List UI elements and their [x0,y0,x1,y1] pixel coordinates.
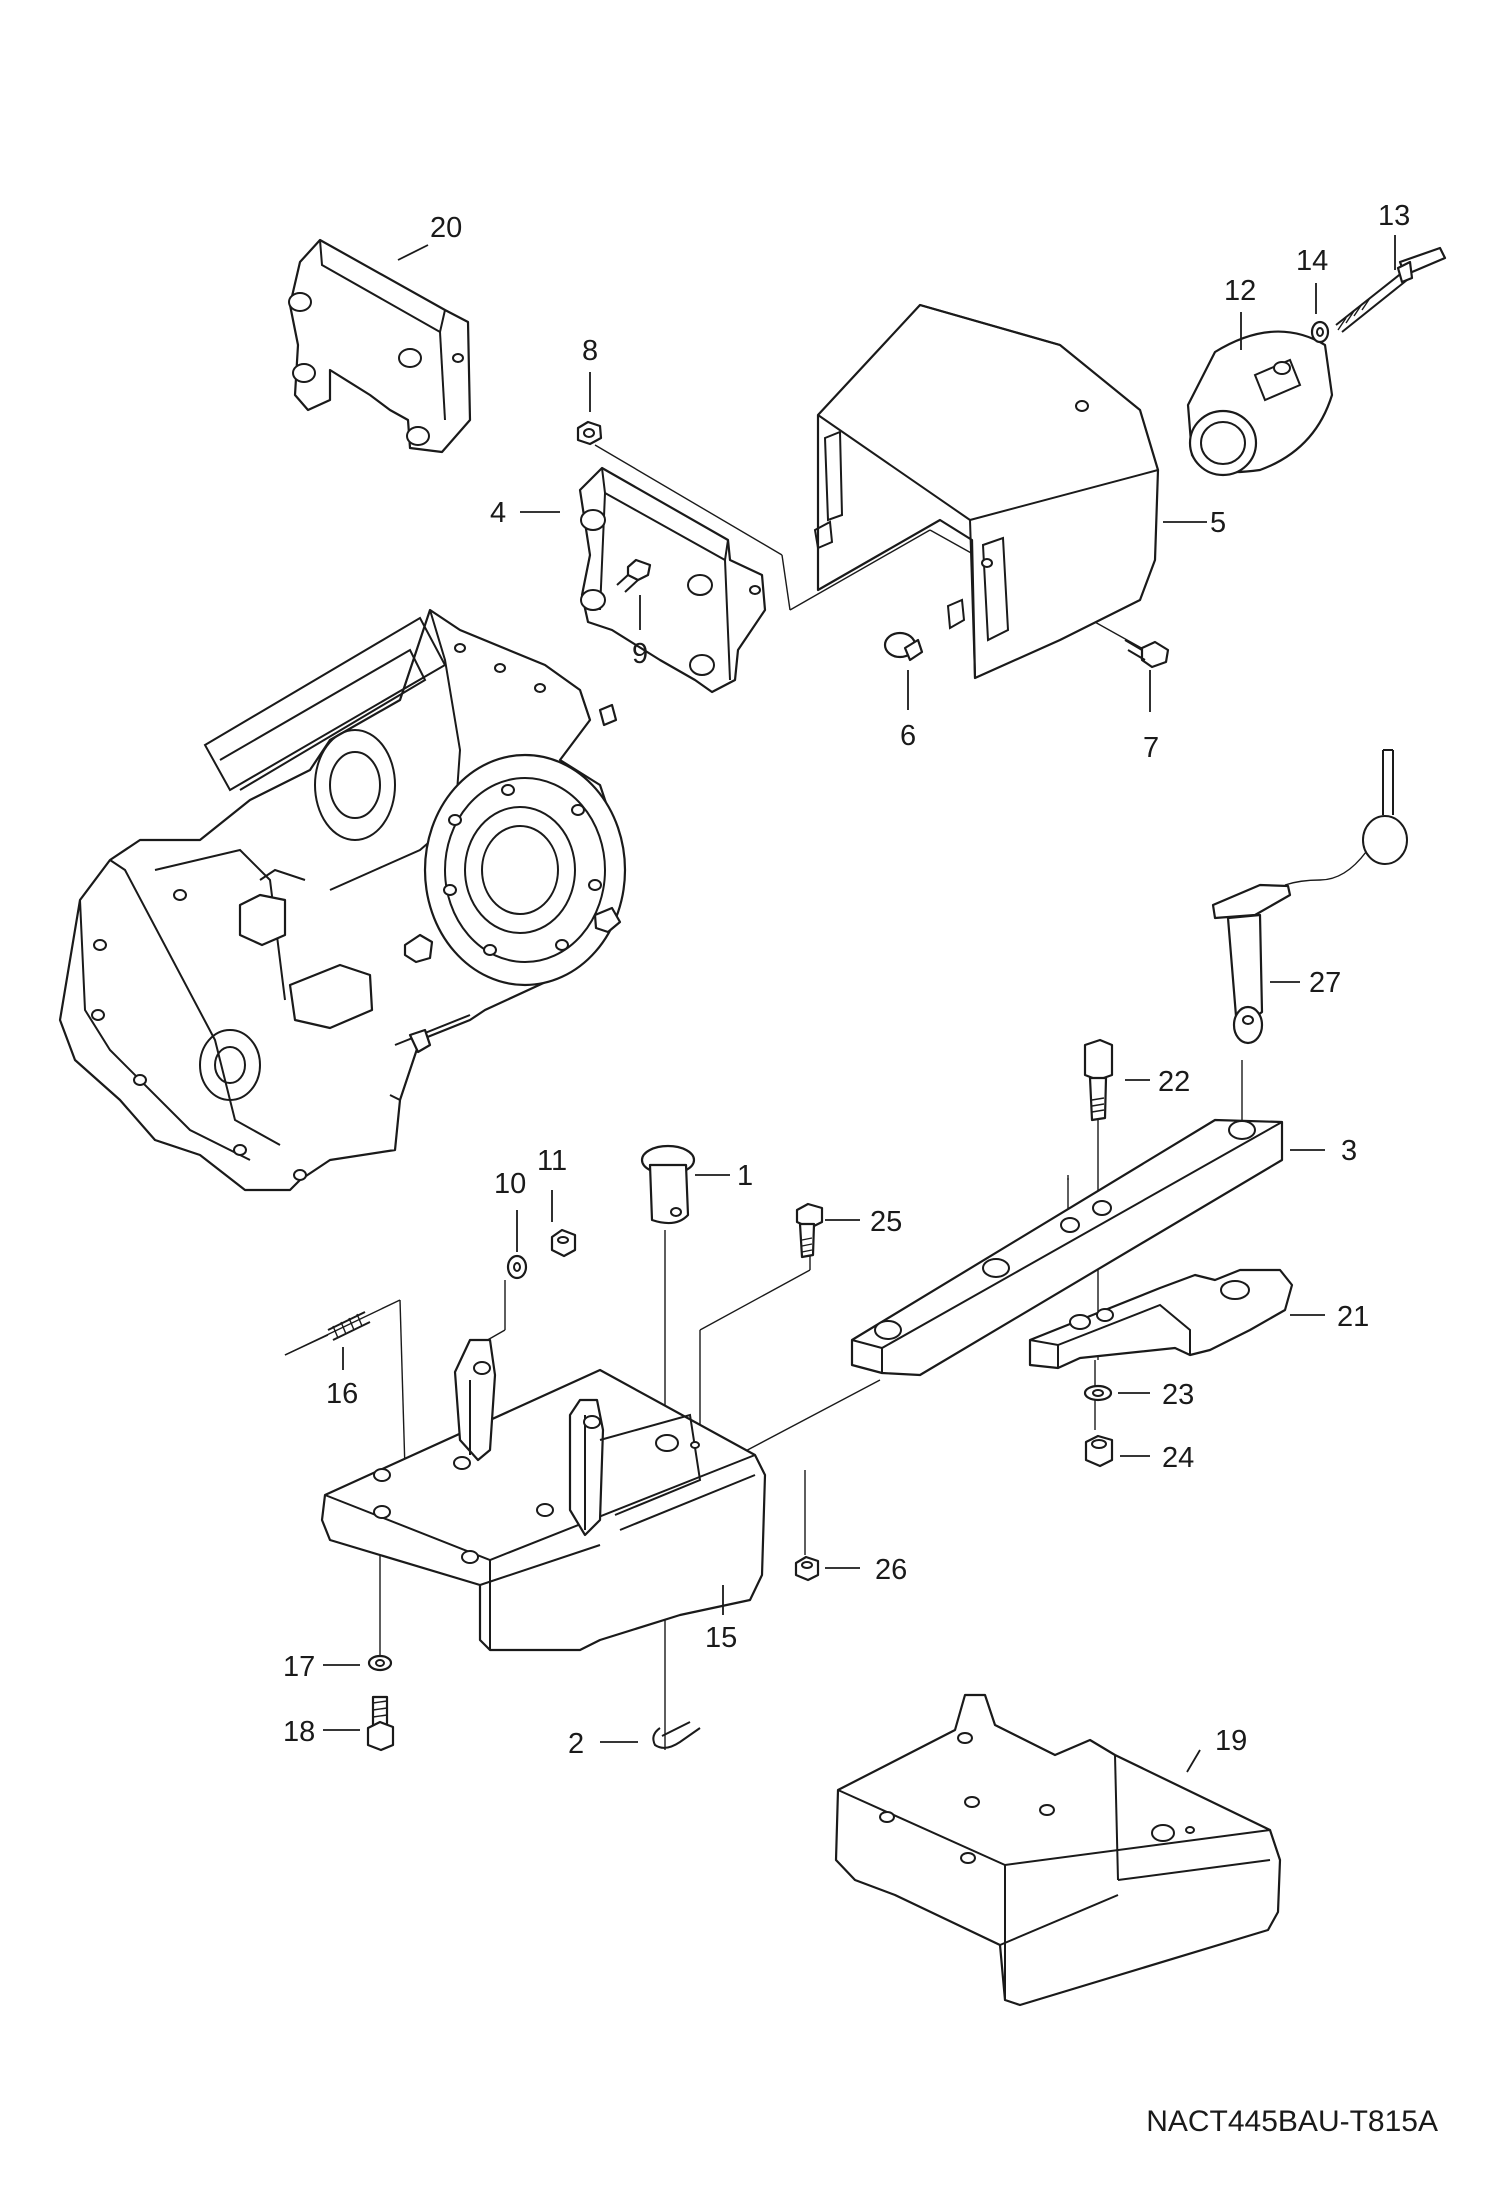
callout-27: 27 [1309,967,1341,999]
callout-21: 21 [1337,1301,1369,1333]
callout-2: 2 [568,1728,584,1760]
part-21-offset-drawbar [1028,1268,1294,1370]
part-6-plug [883,631,924,662]
part-19-bracket [834,1693,1282,2007]
part-17-washer [367,1654,393,1672]
part-1-clevis-pin [640,1144,696,1225]
part-22-bolt [1083,1038,1114,1122]
part-9-bolt [616,558,652,593]
part-5-cover [813,303,1160,680]
diagram-reference-code: NACT445BAU-T815A [1146,2105,1438,2138]
callout-16: 16 [326,1378,358,1410]
part-4-plate [578,466,767,694]
callout-22: 22 [1158,1066,1190,1098]
part-27-pin-with-chain [1211,749,1408,1045]
part-12-collar [1186,330,1334,477]
part-25-bolt [795,1202,824,1259]
callout-10: 10 [494,1168,526,1200]
callout-6: 6 [900,720,916,752]
part-8-nut [576,420,603,446]
part-11-nut [550,1228,577,1258]
part-20-bracket [288,238,472,454]
callout-17: 17 [283,1651,315,1683]
callout-7: 7 [1143,732,1159,764]
callout-15: 15 [705,1622,737,1654]
callout-11: 11 [537,1145,567,1177]
part-14-washer [1310,320,1330,344]
callout-13: 13 [1378,200,1410,232]
callout-9: 9 [632,638,648,670]
callout-24: 24 [1162,1442,1194,1474]
part-2-clip [652,1721,701,1749]
part-3-drawbar [850,1118,1284,1377]
callout-23: 23 [1162,1379,1194,1411]
callout-8: 8 [582,335,598,367]
part-18-bolt [366,1695,395,1752]
callout-3: 3 [1341,1135,1357,1167]
part-26-nut [794,1555,820,1582]
callout-26: 26 [875,1554,907,1586]
part-23-washer [1083,1384,1113,1402]
part-10-washer [506,1254,528,1280]
part-16-stud [284,1311,371,1356]
part-15-bracket [320,1338,767,1652]
callout-14: 14 [1296,245,1328,277]
callout-1: 1 [737,1160,753,1192]
callout-18: 18 [283,1716,315,1748]
callout-4: 4 [490,497,506,529]
part-24-nut [1084,1434,1114,1468]
callout-labels: 1 2 3 4 5 6 7 8 9 10 11 12 13 14 15 16 1… [283,200,1410,1760]
transmission-housing [58,608,627,1192]
callout-25: 25 [870,1206,902,1238]
callout-20: 20 [430,212,462,244]
part-7-bolt [1124,639,1170,669]
callout-19: 19 [1215,1725,1247,1757]
callout-12: 12 [1224,275,1256,307]
part-13-t-bolt [1335,246,1447,333]
callout-5: 5 [1210,507,1226,539]
callout-leaders [323,235,1396,1773]
